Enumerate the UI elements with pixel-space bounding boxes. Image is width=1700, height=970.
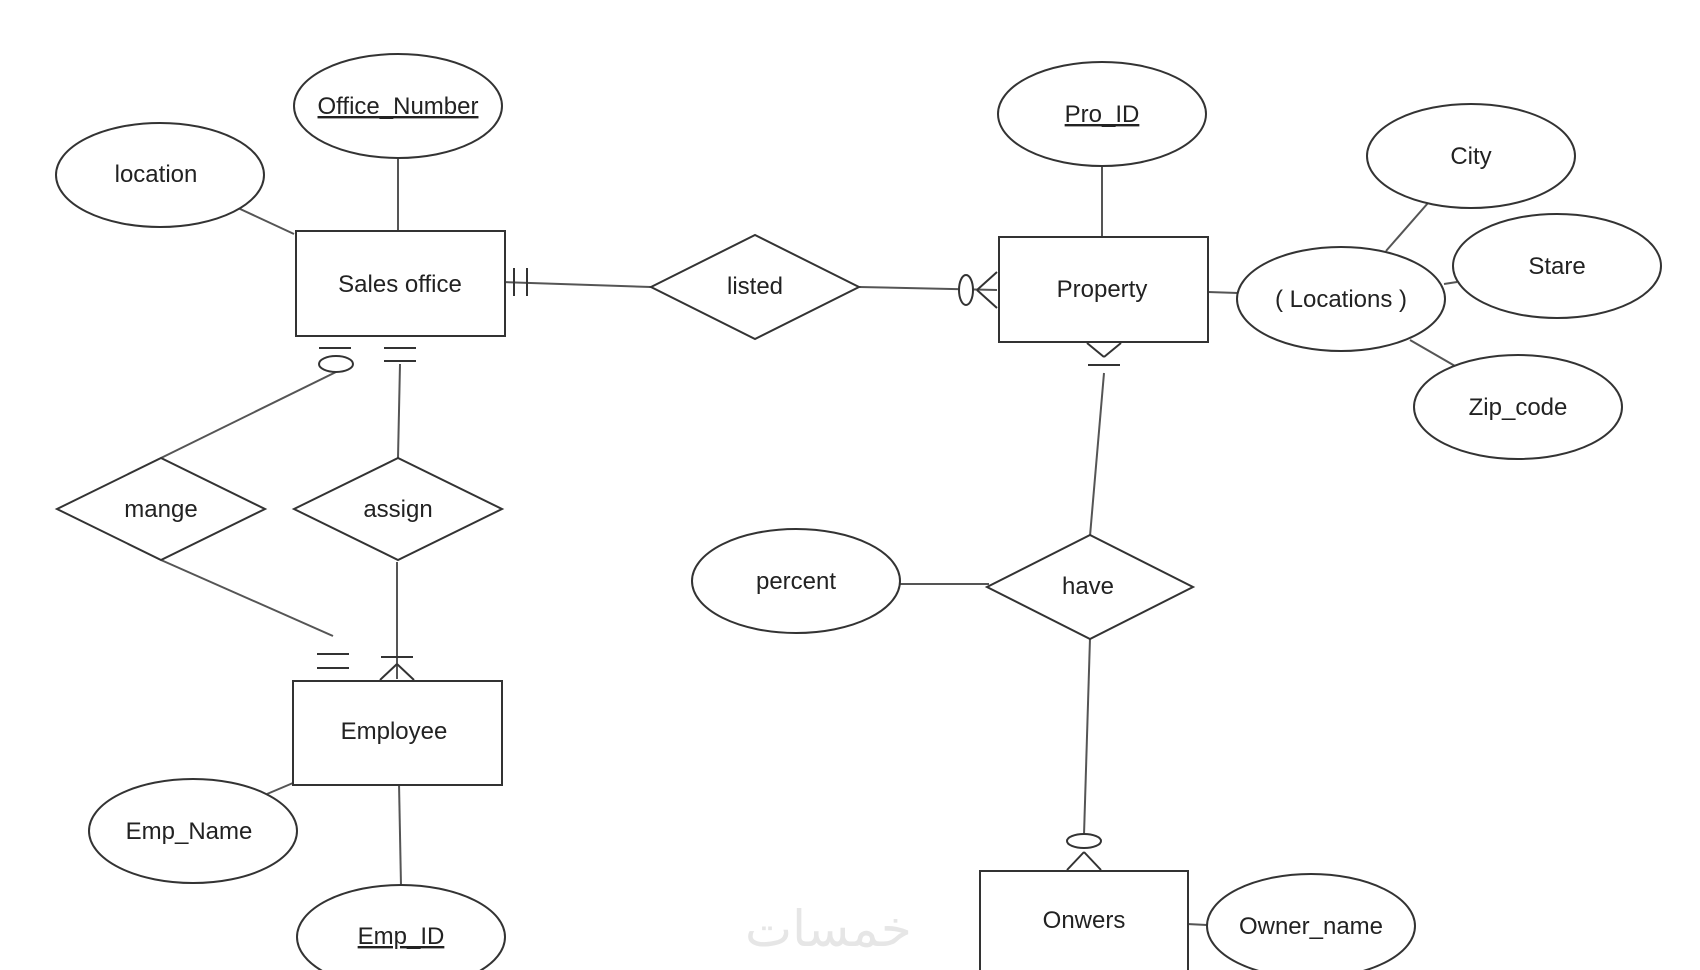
relationship-have[interactable]: have [984,533,1196,641]
relationship-mange-label: mange [124,496,197,523]
relationship-assign-label: assign [363,496,432,523]
cardinality-markers [317,268,1122,871]
line-mange-employee [160,559,334,637]
attribute-percent-label: percent [756,568,836,595]
line-employee-emp_name [266,782,294,795]
entity-sales-office-label: Sales office [338,271,462,298]
line-sales_office-listed [501,281,652,288]
attribute-emp-id-label: Emp_ID [358,923,445,950]
attribute-location[interactable]: location [55,122,265,228]
attribute-pro-id-label: Pro_ID [1065,101,1140,128]
line-have-owners [1083,637,1091,836]
attribute-pro-id[interactable]: Pro_ID [997,61,1207,167]
entity-employee-label: Employee [341,718,448,745]
entity-property[interactable]: Property [998,236,1209,343]
cardinality-property-have-one-many [1086,342,1122,366]
line-listed-property [858,286,998,291]
cardinality-employee-assign-one-many [379,656,415,681]
cardinality-sales_office-assign-one [384,347,416,362]
entity-property-label: Property [1057,276,1148,303]
line-sales_office-mange [160,371,337,459]
attribute-emp-id[interactable]: Emp_ID [296,884,506,970]
attribute-owner-name-label: Owner_name [1239,913,1383,940]
relationship-have-label: have [1062,573,1114,600]
attribute-city[interactable]: City [1366,103,1576,209]
line-employee-emp_id [398,782,402,887]
line-property-have [1089,372,1105,537]
attribute-percent[interactable]: percent [691,528,901,634]
attribute-emp-name[interactable]: Emp_Name [88,778,298,884]
attribute-locations-label: ( Locations ) [1275,286,1407,313]
attribute-office-number-label: Office_Number [318,93,479,120]
line-location-sales_office [237,207,295,235]
attribute-city-label: City [1450,143,1491,170]
entity-owners[interactable]: Onwers [979,870,1189,970]
cardinality-sales_office-listed-one [513,268,528,296]
attribute-location-label: location [115,161,198,188]
attribute-stare[interactable]: Stare [1452,213,1662,319]
entity-sales-office[interactable]: Sales office [295,230,506,337]
line-sales_office-assign [397,363,401,459]
line-property-locations [1207,291,1239,294]
line-locations-city [1385,202,1429,252]
attribute-stare-label: Stare [1528,253,1585,280]
attribute-locations[interactable]: ( Locations ) [1236,246,1446,352]
cardinality-owners-have-zero-many [1066,833,1102,871]
cardinality-property-listed-zero-many [958,271,998,309]
attribute-emp-name-label: Emp_Name [126,818,253,845]
line-owners-owner_name [1186,923,1208,926]
attribute-zip-code[interactable]: Zip_code [1413,354,1623,460]
line-locations-zip_code [1409,339,1456,367]
cardinality-sales_office-mange-zero-one [318,347,354,373]
attribute-owner-name[interactable]: Owner_name [1206,873,1416,970]
cardinality-employee-mange-one [317,653,349,669]
attribute-zip-code-label: Zip_code [1469,394,1568,421]
attribute-office-number[interactable]: Office_Number [293,53,503,159]
connectors [160,157,1458,970]
relationship-assign[interactable]: assign [291,456,505,562]
relationship-listed-label: listed [727,273,783,300]
line-locations-stare [1443,281,1458,285]
watermark-logo: خمسات [745,900,912,958]
relationship-listed[interactable]: listed [648,233,862,341]
entity-employee[interactable]: Employee [292,680,503,786]
relationship-mange[interactable]: mange [54,456,268,562]
entity-owners-label: Onwers [1043,907,1126,934]
